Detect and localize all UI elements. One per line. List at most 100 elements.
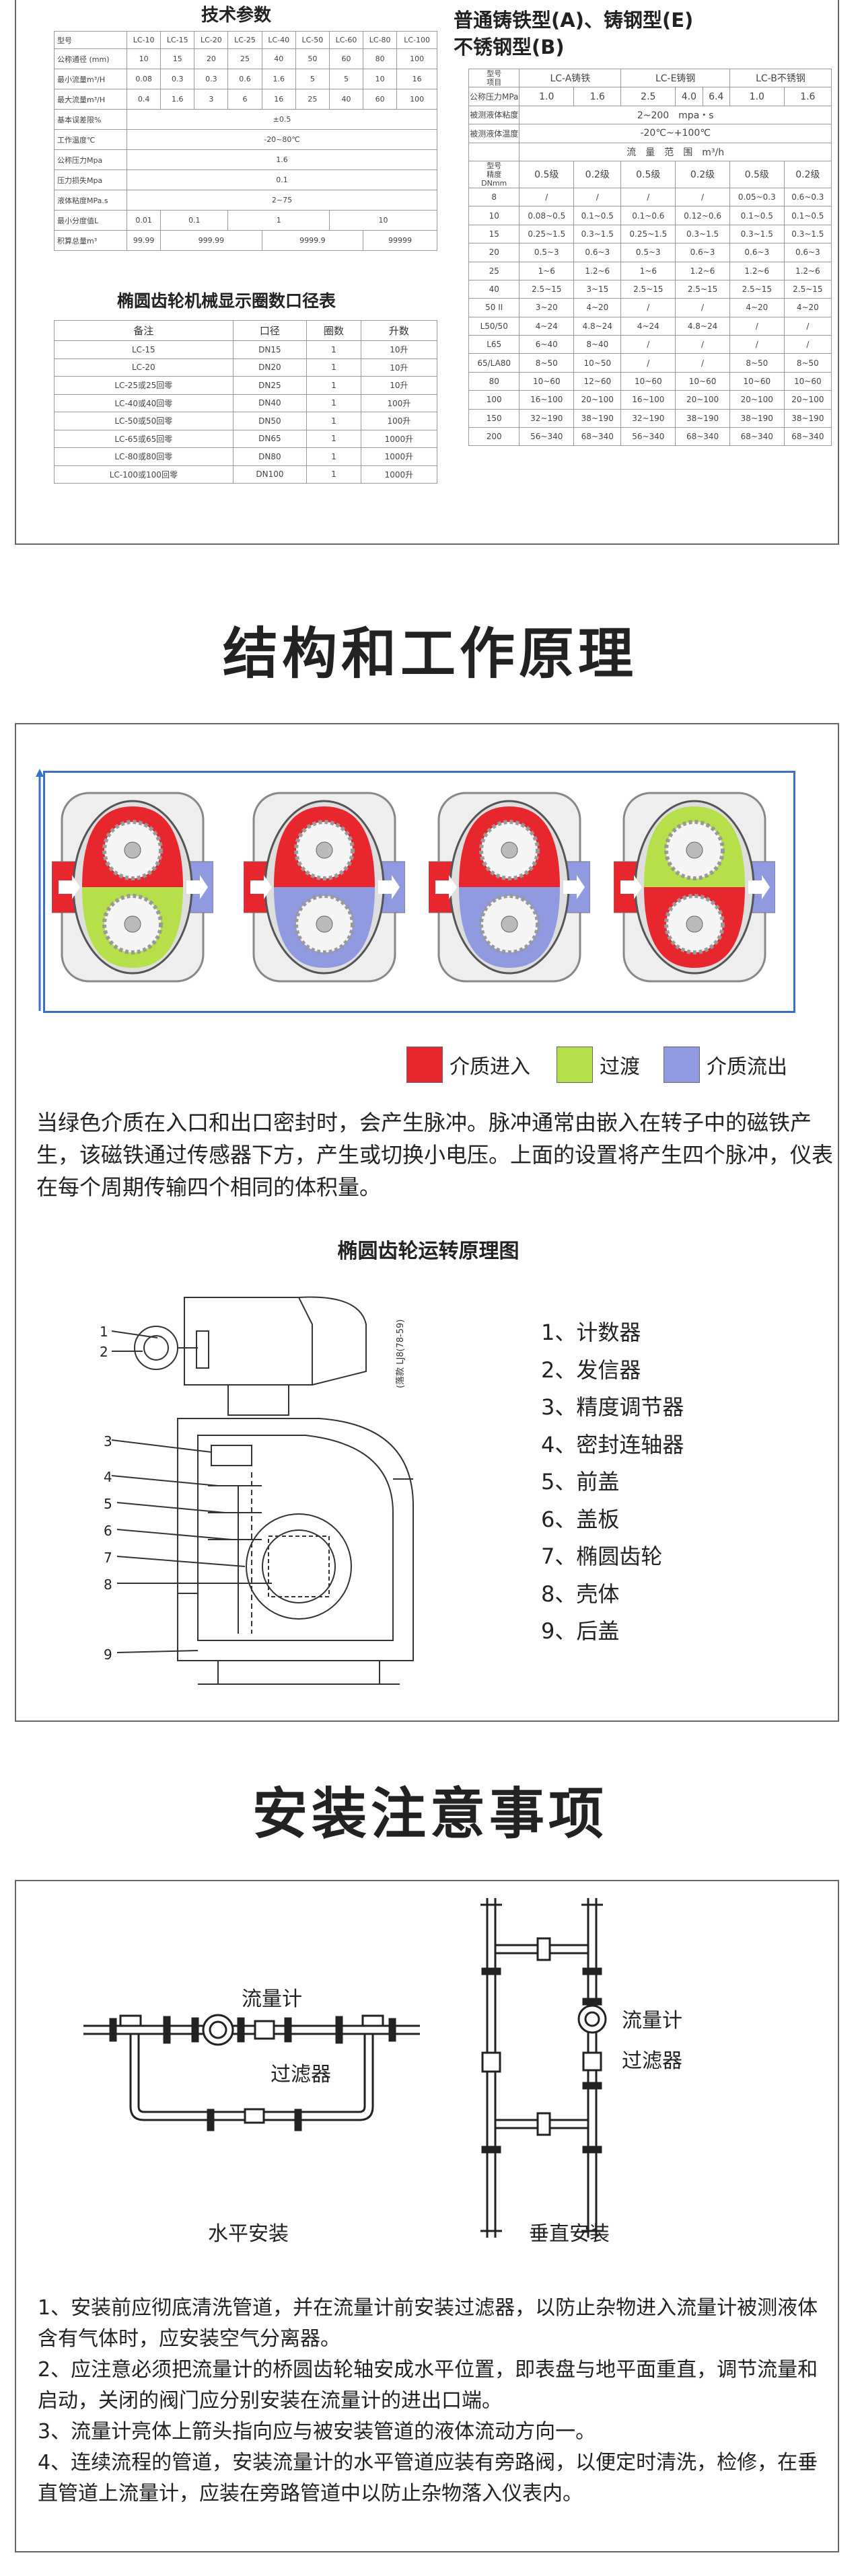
spec-cell: 3 — [194, 89, 229, 110]
count-cell: 1 — [306, 429, 361, 448]
flow-row-label: 被测液体温度 — [468, 124, 520, 143]
flow-dn: 100 — [468, 390, 520, 410]
spec-row-label: 公称通径 (mm) — [54, 48, 127, 69]
count-table-title: 椭圆齿轮机械显示圈数口径表 — [117, 291, 336, 311]
flow-cell: 0.3~1.5 — [783, 224, 832, 244]
flow-cell: 2.5~15 — [675, 279, 730, 299]
flow-cell: 1.2~6 — [783, 261, 832, 280]
spec-cell: 5 — [295, 69, 330, 89]
flow-cell: 2.5~15 — [620, 279, 676, 299]
install-note: 3、流量计亮体上箭头指向应与被安装管道的液体流动方向一。 — [38, 2420, 596, 2444]
flow-cell: 4~24 — [620, 316, 676, 336]
flow-cell: / — [519, 187, 575, 207]
frame-arrow-icon — [36, 769, 44, 1011]
count-cell: 1 — [306, 376, 361, 395]
drawing-callout-number: 4 — [104, 1469, 112, 1485]
spec-cell: 60 — [363, 89, 398, 110]
flow-cell: 1~6 — [519, 261, 575, 280]
spec-cell: 999.99 — [160, 230, 262, 251]
count-cell: DN20 — [232, 358, 308, 377]
count-header-cell: 备注 — [54, 320, 234, 341]
vertical-install-drawing — [480, 1898, 607, 2238]
flow-cell: 6.4 — [702, 87, 730, 106]
spec-row-label: 最小分度值L — [54, 210, 127, 231]
gear-stage-graphic — [613, 792, 776, 983]
install-note: 2、应注意必须把流量计的桥圆齿轮轴安成水平位置，即表盘与地平面重直，调节流量和启… — [38, 2358, 818, 2413]
spec-cell: 20 — [194, 48, 229, 69]
spec-row-label: 积算总量m³ — [54, 230, 127, 251]
count-cell: LC-100或100回零 — [54, 465, 234, 484]
part-item: 7、椭圆齿轮 — [541, 1544, 663, 1569]
flow-cell: 10~60 — [519, 371, 575, 391]
spec-cell: 80 — [363, 48, 398, 69]
flow-cell: 20~100 — [573, 390, 622, 410]
spec-row-label: 工作温度℃ — [54, 129, 127, 150]
flow-blank — [468, 142, 520, 161]
flow-cell: 0.1~0.5 — [573, 206, 622, 225]
flow-cell: 1.0 — [519, 87, 575, 106]
part-item: 2、发信器 — [541, 1357, 641, 1383]
count-cell: 1 — [306, 393, 361, 412]
gear-stage-graphic — [243, 792, 406, 983]
install-heading: 安装注意事项 — [252, 1782, 608, 1846]
spec-cell: 40 — [261, 48, 296, 69]
horizontal-install-drawing — [83, 2014, 420, 2131]
spec-header-cell: LC-40 — [261, 31, 296, 49]
flow-cell: 68~340 — [573, 427, 622, 447]
flow-cell: 4~20 — [729, 298, 785, 317]
count-header-cell: 口径 — [232, 320, 308, 341]
flow-cell: / — [573, 187, 622, 207]
count-cell: 1000升 — [360, 465, 438, 484]
install-panel: 流量计 过滤器 — [15, 1880, 839, 2552]
flow-dn: 50 II — [468, 298, 520, 317]
flow-cell: 0.1~0.5 — [783, 206, 832, 225]
flow-cell: 6~40 — [519, 335, 575, 354]
flow-cell: 56~340 — [519, 427, 575, 447]
legend-label: 过渡 — [600, 1055, 640, 1079]
spec-cell: 0.1 — [127, 169, 437, 190]
part-item: 1、计数器 — [541, 1320, 641, 1345]
flow-dn: L50/50 — [468, 316, 520, 336]
spec-cell: 10 — [328, 210, 438, 231]
flow-cell: 0.5~3 — [519, 243, 575, 262]
flow-cell: 10~60 — [729, 371, 785, 391]
count-cell: 1 — [306, 465, 361, 484]
flow-cell: 0.6~0.3 — [783, 187, 832, 207]
count-cell: 1000升 — [360, 447, 438, 466]
flow-cell: 0.6~3 — [675, 243, 730, 262]
drawing-callout-number: 1 — [100, 1324, 108, 1340]
count-cell: 10升 — [360, 340, 438, 359]
flow-cell: / — [729, 335, 785, 354]
flow-cell: 10~60 — [783, 371, 832, 391]
flow-cell: 1~6 — [620, 261, 676, 280]
flow-dn: 25 — [468, 261, 520, 280]
spec-cell: 0.1 — [160, 210, 229, 231]
flow-cell: 32~190 — [519, 408, 575, 428]
flow-dn: 20 — [468, 243, 520, 262]
count-header-cell: 圈数 — [306, 320, 361, 341]
count-cell: 1 — [306, 412, 361, 430]
flow-dn: 10 — [468, 206, 520, 225]
count-cell: LC-25或25回零 — [54, 376, 234, 395]
legend-item-outflow: 介质流出 — [664, 1047, 787, 1083]
vertical-caption: 垂直安装 — [529, 2222, 610, 2246]
flow-cell: 4.0 — [675, 87, 703, 106]
spec-cell: 99999 — [363, 230, 437, 251]
flow-cell: 1.6 — [783, 87, 832, 106]
spec-cell: 100 — [396, 48, 437, 69]
